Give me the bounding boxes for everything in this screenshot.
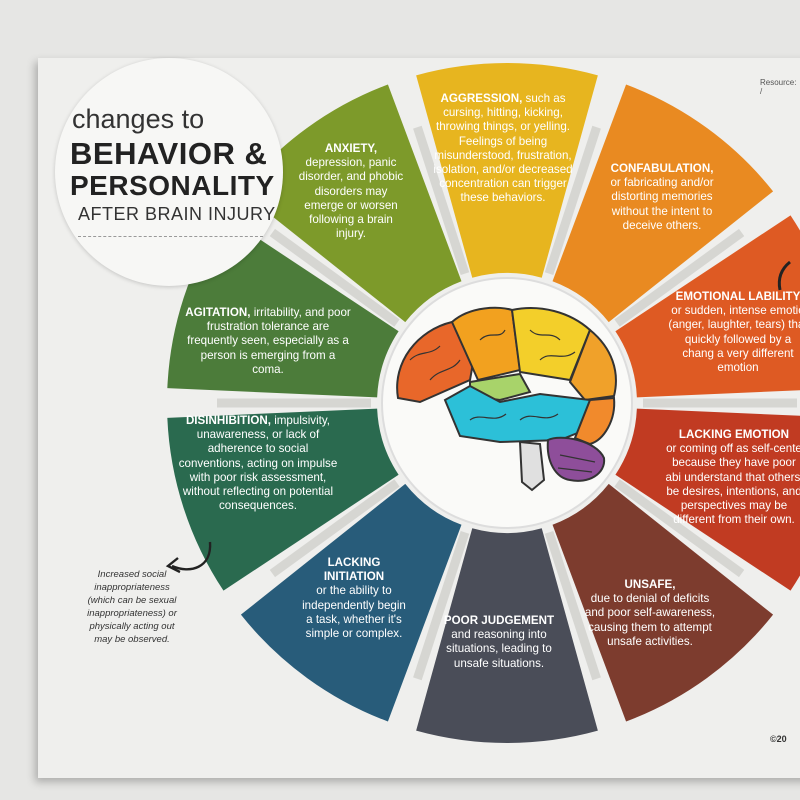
wheel-segment [615,408,800,591]
segment-fold [544,125,601,276]
segment-fold [614,479,745,578]
wheel-segment [240,84,462,323]
title-divider [78,236,263,237]
wheel-segment [552,483,774,722]
wheel-segment [615,215,800,398]
segment-text-confabulation: CONFABULATION,or fabricating and/or dist… [610,162,714,232]
wheel-segment [167,408,399,591]
segment-fold [544,530,601,681]
segment-text-agitation: AGITATION, irritability, and poor frustr… [185,306,351,376]
curved-arrow-right-icon [777,260,791,291]
curved-arrow-icon [171,541,212,571]
segment-text-anxiety: ANXIETY,depression, panic disorder, and … [298,142,404,241]
segment-fold [413,530,470,681]
segment-fold [614,228,745,327]
segment-text-disinhibition: DISINHIBITION, impulsivity, unawareness,… [178,414,338,513]
resource-label: Resource: / [760,78,797,96]
wheel-segment [416,63,598,278]
title-line-2: BEHAVIOR & [70,136,268,171]
copyright-label: ©20 [770,734,787,744]
segment-fold [413,125,470,276]
segment-fold [269,228,400,327]
segment-fold [269,479,400,578]
title-line-4: AFTER BRAIN INJURY [78,204,276,224]
title-line-3: PERSONALITY [70,170,275,201]
side-note: Increased social inappropriateness (whic… [87,569,177,645]
title-line-1: changes to [72,104,205,134]
arrowhead-icon [165,557,181,574]
brain-illustration [396,306,617,492]
wheel-segment [240,483,462,722]
wheel-segment [552,84,774,323]
segment-text-aggression: AGGRESSION, such as cursing, hitting, ki… [433,92,573,205]
segment-text-unsafe: UNSAFE,due to denial of deficits and poo… [584,578,716,648]
title-badge [55,58,283,286]
wheel-segment [416,528,598,743]
